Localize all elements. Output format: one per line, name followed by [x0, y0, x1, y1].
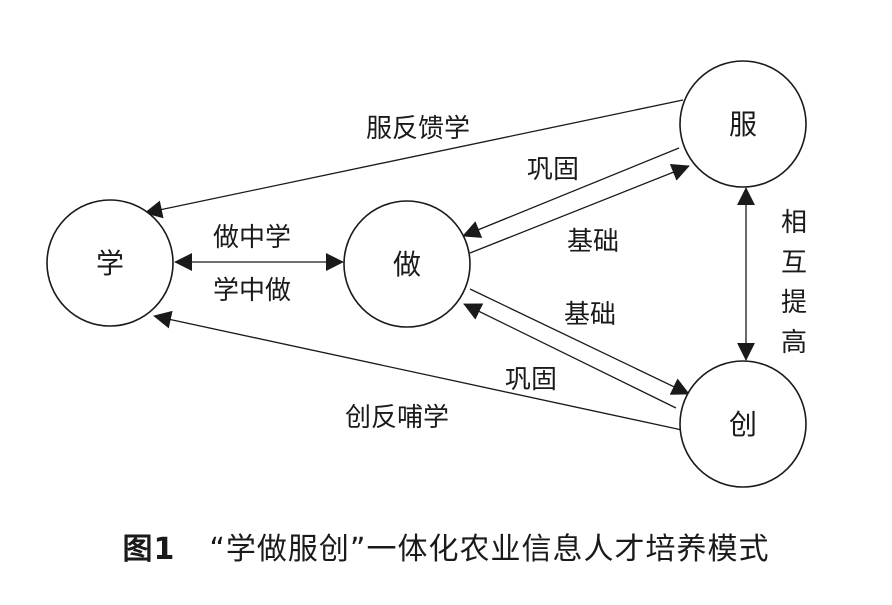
- edge-zuo-to-chuang: [469, 288, 690, 395]
- label-zuo-to-xue: 学中做: [213, 276, 291, 306]
- edge-chuang-to-zuo: [463, 303, 677, 409]
- label-mutual-char: 相: [781, 208, 807, 238]
- diagram: 学 做 服 创 做中学 学中做 服反馈学 创反哺学 巩固 基础 基础 巩固 相 …: [46, 60, 807, 488]
- edge-fu-to-zuo: [462, 147, 680, 238]
- label-zuo-to-fu: 基础: [567, 227, 619, 257]
- label-chuang-feedback: 创反哺学: [345, 403, 449, 433]
- label-mutual-char: 提: [781, 288, 807, 318]
- label-xue-to-zuo: 做中学: [213, 223, 291, 253]
- node-chuang-label: 创: [729, 408, 757, 441]
- figure-title: “学做服创”一体化农业信息人才培养模式: [209, 532, 770, 567]
- label-chuang-to-zuo: 巩固: [505, 365, 557, 395]
- edge-zuo-to-fu: [469, 163, 690, 254]
- node-fu: 服: [679, 60, 807, 188]
- node-chuang: 创: [679, 360, 807, 488]
- node-zuo-label: 做: [393, 248, 421, 281]
- figure-caption: 图1 “学做服创”一体化农业信息人才培养模式: [0, 516, 892, 576]
- edge-chuang-feedback-xue: [153, 310, 683, 431]
- node-xue: 学: [46, 199, 174, 327]
- label-fu-feedback: 服反馈学: [366, 114, 470, 144]
- label-mutual-char: 高: [781, 328, 807, 358]
- label-mutual-char: 互: [781, 248, 807, 278]
- figure-number: 图1: [122, 532, 176, 567]
- label-mutual-improvement: 相 互 提 高: [781, 208, 807, 358]
- node-xue-label: 学: [96, 247, 124, 280]
- edge-fu-feedback-xue: [144, 99, 684, 219]
- label-zuo-to-chuang: 基础: [564, 300, 616, 330]
- node-fu-label: 服: [729, 108, 757, 141]
- node-zuo: 做: [343, 200, 471, 328]
- label-fu-to-zuo: 巩固: [527, 155, 579, 185]
